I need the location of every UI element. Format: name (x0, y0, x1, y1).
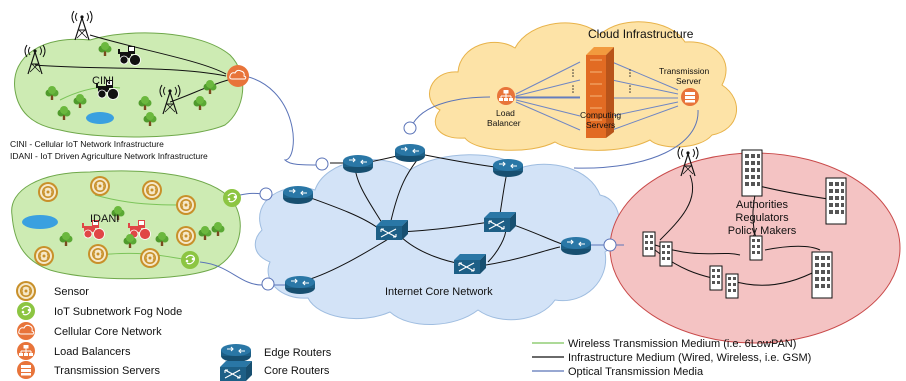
cloud-title: Cloud Infrastructure (588, 27, 694, 41)
authorities-line-2: Regulators (735, 212, 789, 224)
load-balancer-icon (496, 86, 516, 106)
legend-edge-routers: Edge Routers (264, 347, 332, 359)
core-router-icon (375, 219, 409, 241)
building-icon (642, 231, 656, 257)
legend-core-routers: Core Routers (264, 365, 330, 377)
pond-icon (86, 112, 114, 124)
idani-definition: IDANI - IoT Driven Agriculture Network I… (10, 151, 208, 161)
load-balancer-label-2: Balancer (487, 118, 521, 128)
cini-label: CINI (92, 75, 114, 87)
legend-cellular-core: Cellular Core Network (54, 326, 162, 338)
load-balancer-icon (16, 341, 36, 361)
building-icon (749, 235, 763, 261)
building-icon (741, 149, 763, 197)
legend-sensor: Sensor (54, 286, 89, 298)
cloud-dots (572, 69, 631, 93)
computing-servers-icon (586, 47, 614, 138)
edge-router-icon (342, 154, 374, 174)
cini-region (14, 32, 244, 138)
antenna-icon (71, 10, 93, 41)
transmission-server-label-2: Server (676, 76, 701, 86)
building-icon (725, 273, 739, 299)
authorities-line-1: Authorities (736, 199, 788, 211)
load-balancer-label-1: Load (496, 108, 515, 118)
fog-node-icon (180, 250, 200, 270)
cini-definition: CINI - Cellular IoT Network Infrastructu… (10, 139, 164, 149)
edge-router-icon (282, 185, 314, 205)
edge-router-icon (492, 158, 524, 178)
cloud-infrastructure-region (429, 21, 737, 151)
transmission-server-label-1: Transmission (659, 66, 709, 76)
authorities-line-3: Policy Makers (728, 225, 797, 237)
core-router-icon (453, 253, 487, 275)
legend-infrastructure: Infrastructure Medium (Wired, Wireless, … (568, 352, 811, 364)
core-router-icon (219, 360, 253, 381)
idani-label: IDANI (90, 213, 119, 225)
building-icon (659, 241, 673, 267)
server-icon (17, 361, 35, 379)
cloud-icon (17, 322, 35, 340)
link-junctions (259, 121, 617, 291)
building-icon (825, 177, 847, 225)
legend-optical: Optical Transmission Media (568, 366, 704, 378)
legend-wireless: Wireless Transmission Medium (i.e. 6LowP… (568, 338, 796, 350)
computing-servers-label-2: Servers (586, 120, 615, 130)
edge-router-icon (394, 143, 426, 163)
legend-load-balancers: Load Balancers (54, 346, 131, 358)
edge-router-icon (220, 343, 252, 363)
edge-router-icon (284, 275, 316, 295)
cloud-arrows (515, 61, 679, 131)
edge-router-icon (560, 236, 592, 256)
core-router-icon (483, 211, 517, 233)
server-icon (681, 88, 699, 106)
sensor-icon (15, 280, 37, 302)
fog-node-icon (222, 188, 242, 208)
legend-fog-node: IoT Subnetwork Fog Node (54, 306, 182, 318)
building-icon (709, 265, 723, 291)
building-icon (811, 251, 833, 299)
pond-icon (22, 215, 58, 229)
fog-node-icon (16, 301, 36, 321)
computing-servers-label-1: Computing (580, 110, 621, 120)
cloud-icon (227, 65, 249, 87)
legend-transmission-servers: Transmission Servers (54, 365, 160, 377)
core-network-label: Internet Core Network (385, 286, 493, 298)
